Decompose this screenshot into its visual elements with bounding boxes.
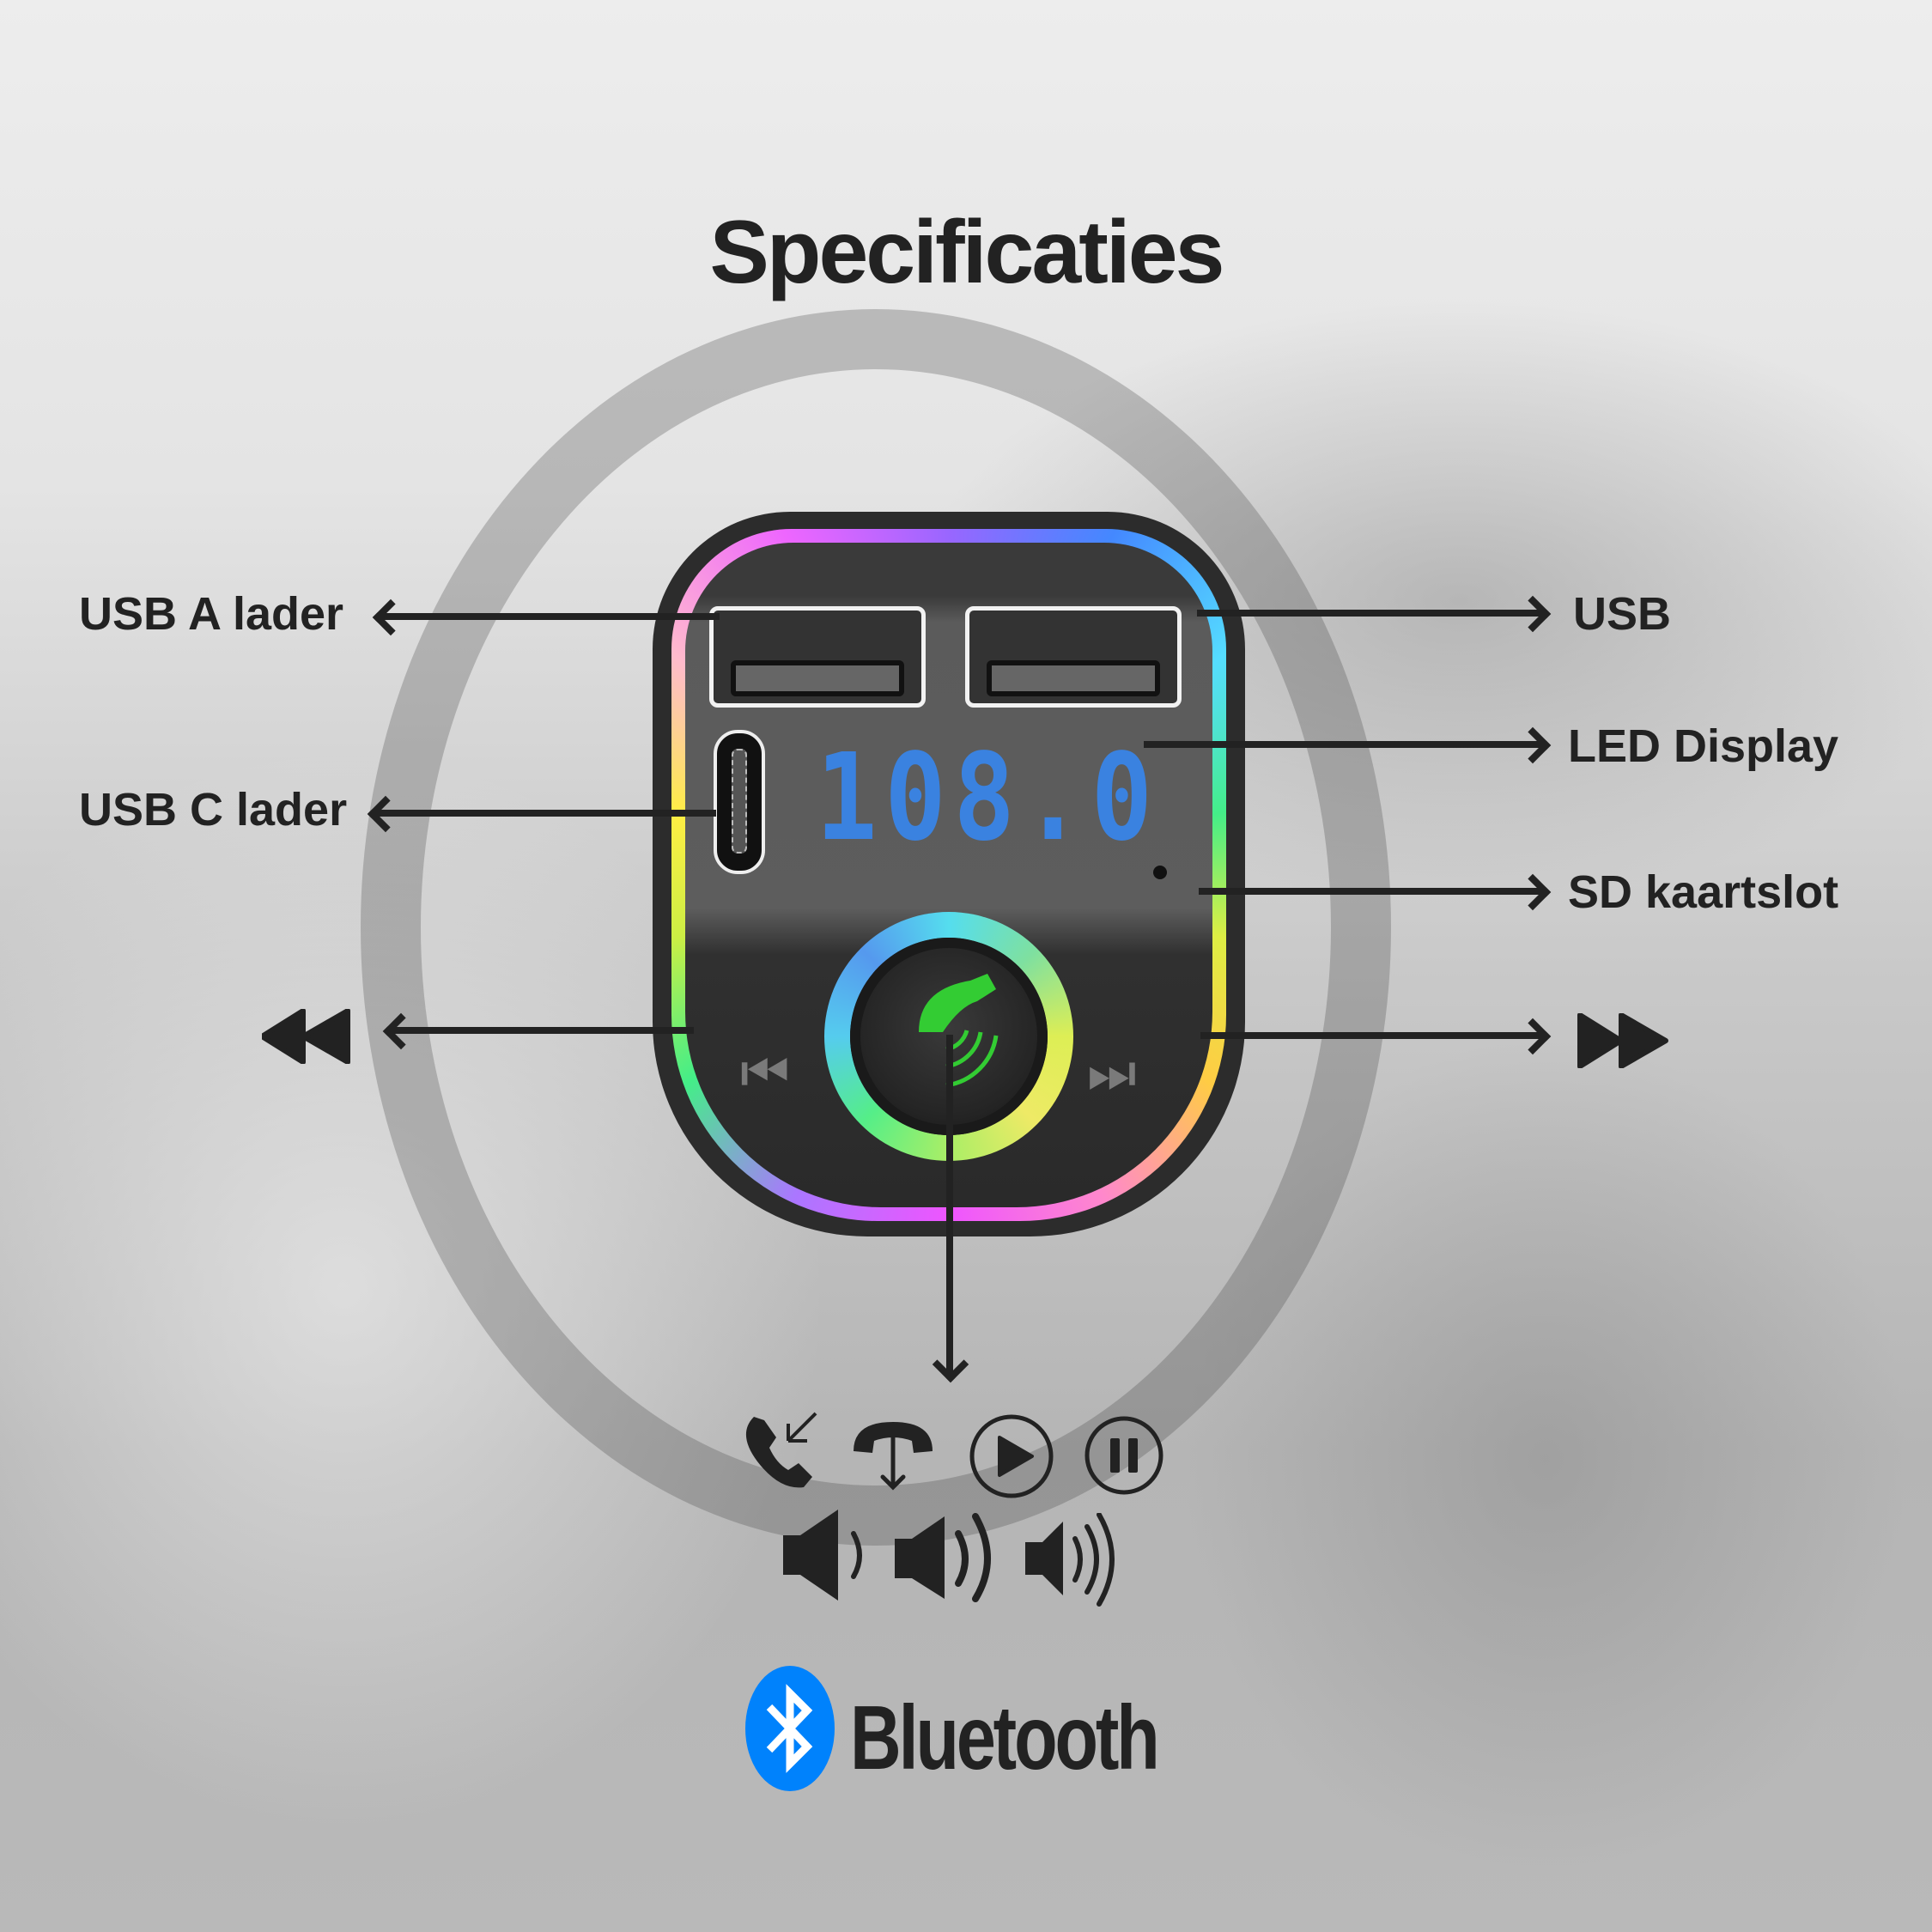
- page-title: Specificaties: [709, 203, 1225, 302]
- fast-forward-icon: [1577, 1013, 1668, 1068]
- usb-c-port: [714, 730, 765, 874]
- label-led-display: LED Display: [1568, 720, 1839, 772]
- play-icon: [969, 1414, 1054, 1498]
- volume-medium-icon: [895, 1513, 991, 1602]
- callout-line-usb: [1197, 610, 1542, 617]
- callout-line-next: [1200, 1032, 1542, 1039]
- next-track-icon: ⏭: [1087, 1042, 1137, 1103]
- callout-line-sd-slot: [1199, 888, 1542, 895]
- label-usb-a-lader: USB A lader: [79, 588, 344, 640]
- label-usb: USB: [1573, 588, 1672, 640]
- usb-a-port: [709, 606, 926, 708]
- volume-low-icon: [783, 1510, 862, 1601]
- bluetooth-logo-icon: [745, 1666, 835, 1791]
- hang-up-icon: [854, 1422, 933, 1491]
- sd-card-slot-hole: [1153, 866, 1167, 879]
- callout-line-usb-a: [378, 613, 720, 620]
- usb-port: [965, 606, 1182, 708]
- callout-line-usb-c: [373, 810, 716, 817]
- pause-icon: [1084, 1416, 1163, 1495]
- callout-line-led-display: [1144, 741, 1542, 748]
- incoming-call-icon: [745, 1412, 817, 1488]
- rewind-icon: [262, 1009, 350, 1064]
- label-sd-kaartslot: SD kaartslot: [1568, 866, 1839, 918]
- label-usb-c-lader: USB C lader: [79, 784, 348, 835]
- callout-line-knob: [946, 1035, 953, 1375]
- bluetooth-label: Bluetooth: [850, 1687, 1160, 1789]
- callout-line-previous: [388, 1027, 694, 1034]
- led-display-value: 108.0: [816, 728, 1160, 868]
- volume-high-icon: [1025, 1513, 1115, 1607]
- previous-track-icon: ⏮: [740, 1042, 790, 1103]
